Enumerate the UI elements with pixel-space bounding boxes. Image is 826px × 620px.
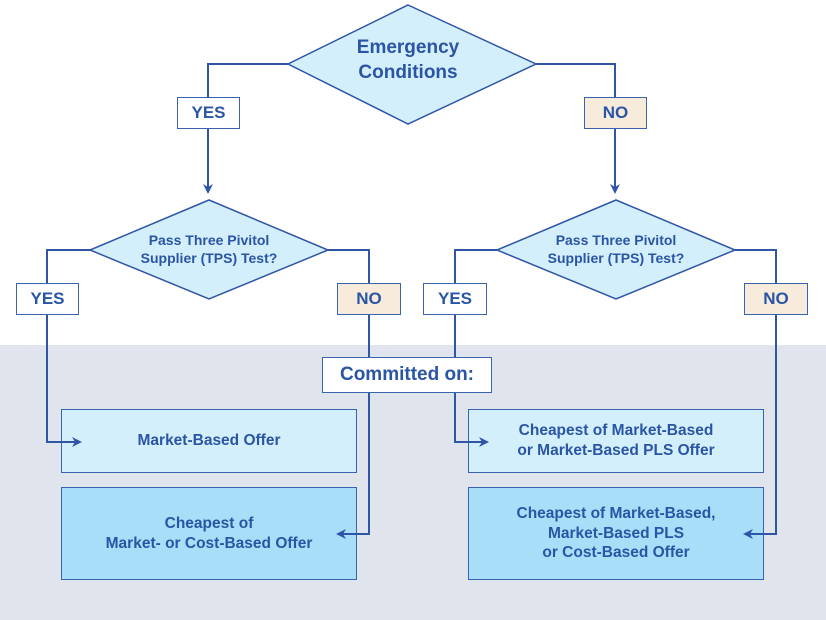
root-decision-label: Emergency Conditions — [318, 30, 498, 92]
right-tps-diamond — [495, 199, 737, 300]
left-tps-line1: Pass Three Pivitol — [148, 231, 270, 248]
root-decision-diamond — [286, 4, 538, 125]
top-yes-label: YES — [177, 97, 240, 129]
outcome-4-line3: or Cost-Based Offer — [542, 544, 690, 562]
left-yes-label: YES — [16, 283, 79, 315]
outcome-3-line2: or Market-Based PLS Offer — [517, 442, 715, 459]
right-tps-label: Pass Three Pivitol Supplier (TPS) Test? — [536, 228, 696, 270]
root-label-line1: Emergency — [356, 37, 460, 59]
left-tps-line2: Supplier (TPS) Test? — [140, 250, 278, 266]
outcome-4-line2: Market-Based PLS — [547, 524, 685, 542]
outcome-market-based-offer: Market-Based Offer — [61, 409, 357, 473]
outcome-2-line2: Market- or Cost-Based Offer — [105, 534, 313, 552]
left-tps-label: Pass Three Pivitol Supplier (TPS) Test? — [129, 228, 289, 270]
outcome-1-line1: Market-Based Offer — [137, 432, 281, 450]
committed-on-label: Committed on: — [322, 357, 492, 393]
root-label-line2: Conditions — [358, 62, 458, 83]
right-tps-line2: Supplier (TPS) Test? — [547, 250, 685, 266]
outcome-2-line1: Cheapest of — [164, 514, 254, 532]
connector-root-yes — [203, 63, 288, 194]
right-tps-line1: Pass Three Pivitol — [555, 231, 677, 248]
left-no-label: NO — [337, 283, 401, 315]
outcome-cheapest-market-pls-or-cost: Cheapest of Market-Based, Market-Based P… — [468, 487, 764, 580]
connector-root-no — [536, 63, 620, 194]
outcome-3-line1: Cheapest of Market-Based — [518, 422, 714, 440]
right-yes-label: YES — [423, 283, 487, 315]
outcome-cheapest-market-or-cost: Cheapest of Market- or Cost-Based Offer — [61, 487, 357, 580]
top-no-label: NO — [584, 97, 647, 129]
right-no-label: NO — [744, 283, 808, 315]
outcome-cheapest-market-or-pls: Cheapest of Market-Based or Market-Based… — [468, 409, 764, 473]
outcome-4-line1: Cheapest of Market-Based, — [516, 504, 716, 522]
left-tps-diamond — [88, 199, 330, 300]
